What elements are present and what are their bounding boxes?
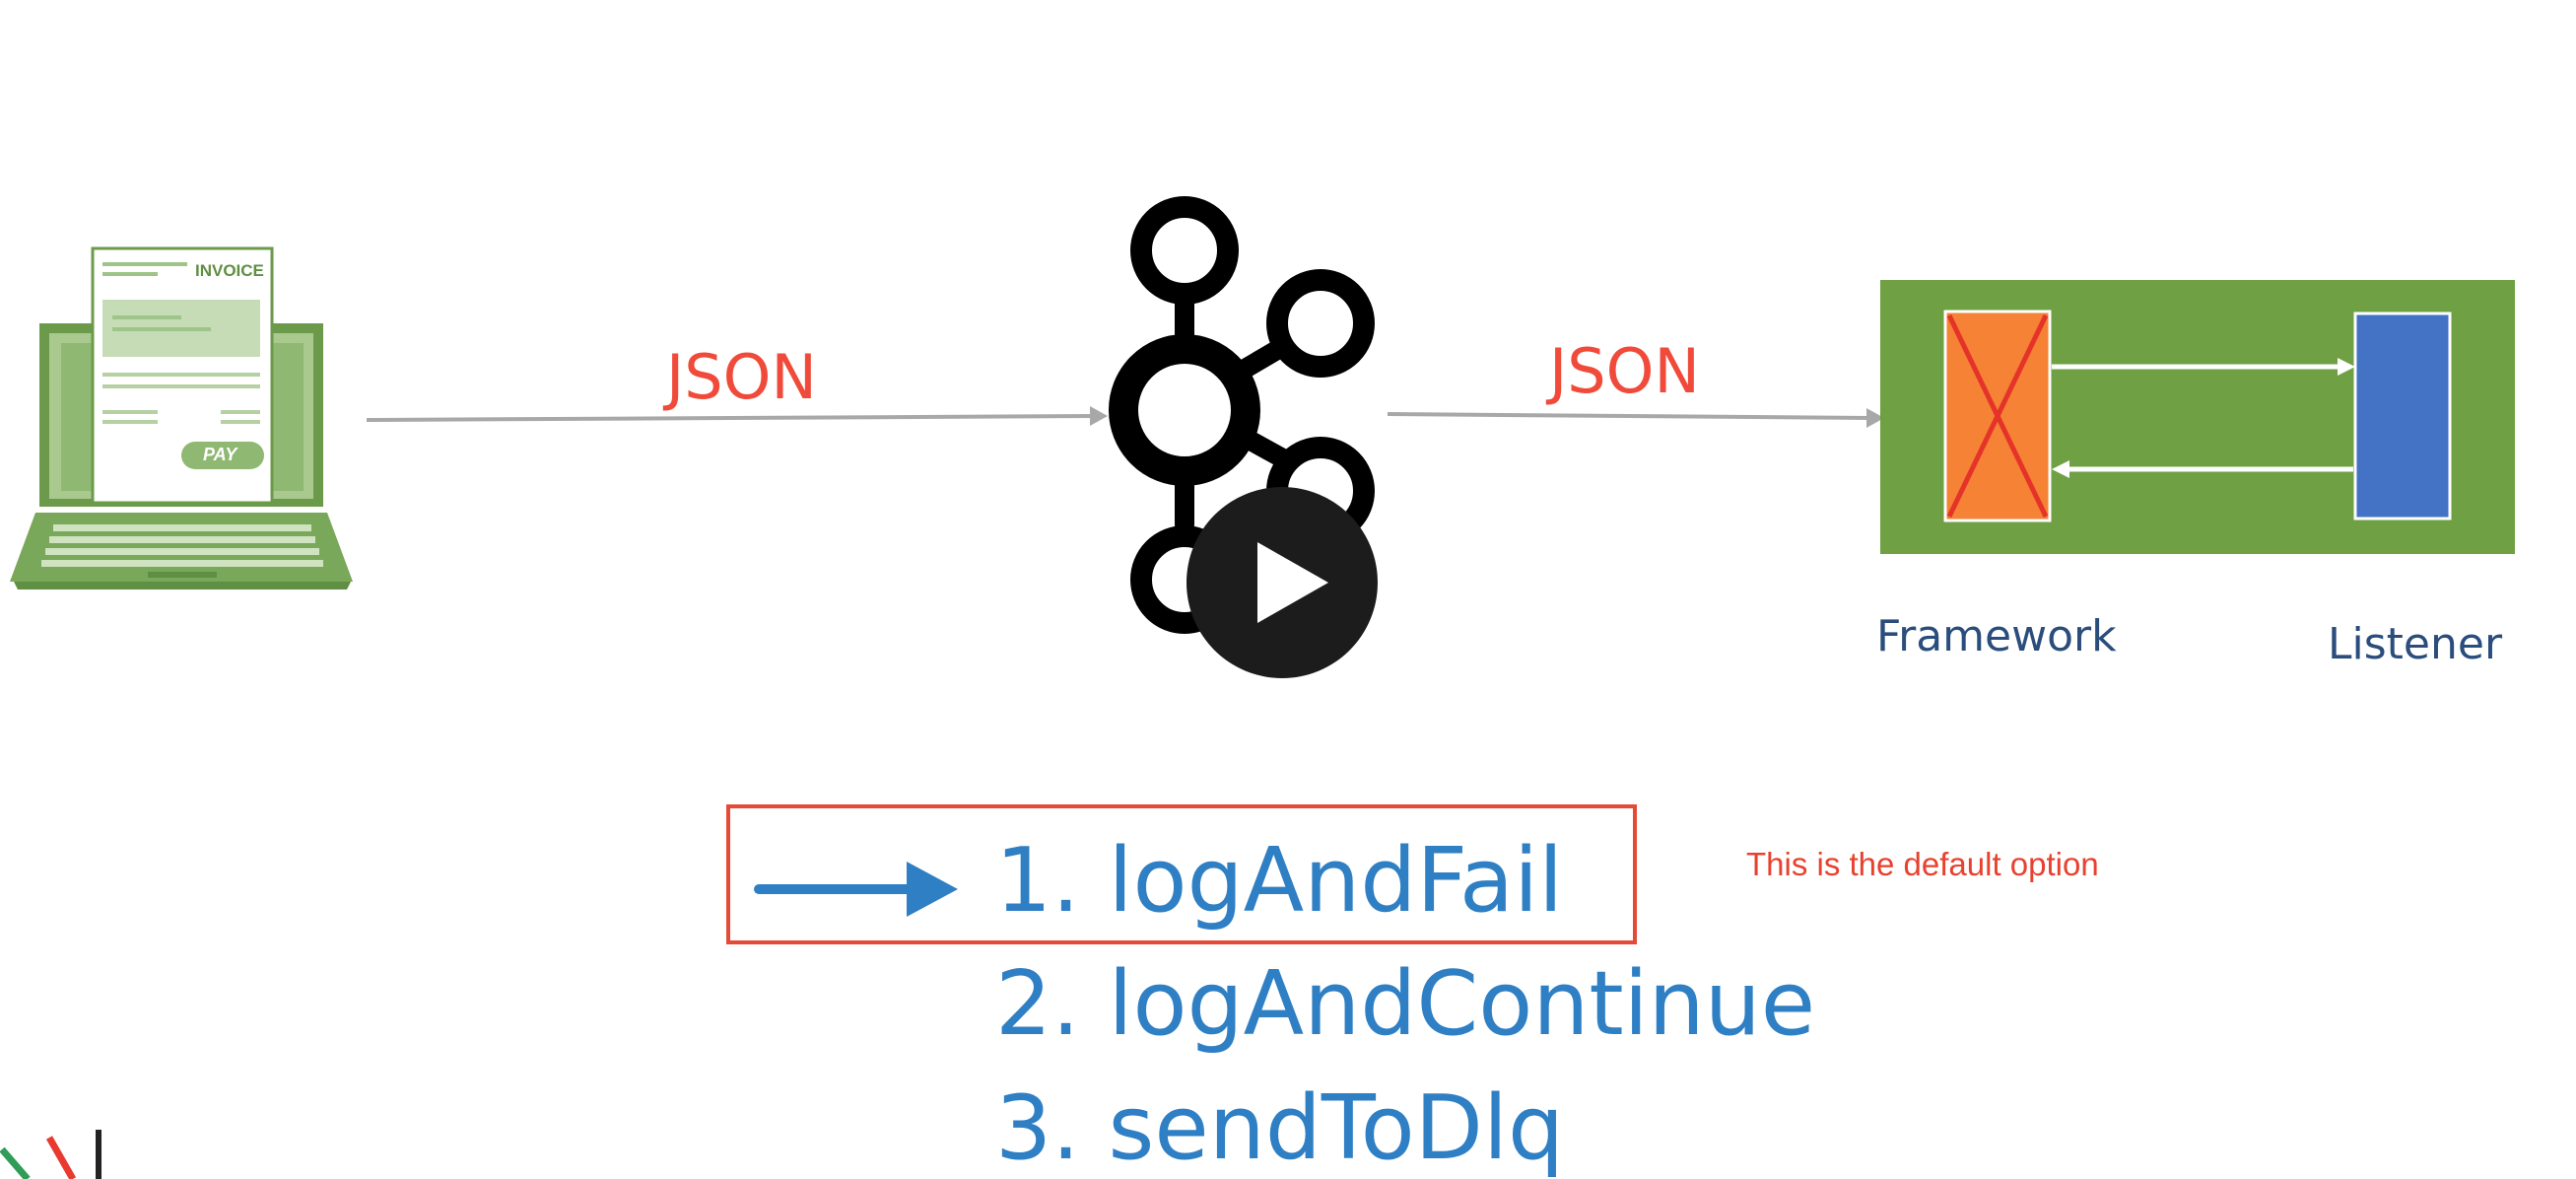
right-json-label: JSON	[1549, 335, 1700, 407]
consumer-application	[1880, 280, 2515, 554]
framework-label: Framework	[1876, 611, 2117, 661]
option-send-to-dlq: 3. sendToDlq	[995, 1076, 1565, 1179]
partial-logo-icon	[0, 1130, 102, 1179]
pointer-arrow-icon	[754, 862, 958, 917]
default-option-highlight	[726, 804, 1637, 944]
left-json-label: JSON	[666, 341, 817, 413]
kafka-logo-icon	[1109, 196, 1375, 634]
listener-label: Listener	[2328, 619, 2503, 669]
call-arrow	[2052, 358, 2355, 376]
left-flow-arrow	[366, 406, 1108, 426]
framework-box	[1943, 310, 2052, 522]
pay-button: PAY	[203, 445, 237, 464]
right-flow-arrow	[1387, 408, 1884, 428]
option-log-and-fail: 1. logAndFail	[995, 829, 1564, 933]
option-log-and-continue: 2. logAndContinue	[995, 952, 1816, 1056]
return-arrow	[2052, 460, 2353, 478]
play-icon	[1257, 542, 1328, 623]
default-option-note: This is the default option	[1746, 846, 2099, 882]
invoice-title: INVOICE	[195, 261, 264, 280]
laptop-invoice-icon	[10, 246, 353, 590]
video-play-button[interactable]	[1186, 487, 1378, 678]
listener-box	[2353, 312, 2452, 520]
